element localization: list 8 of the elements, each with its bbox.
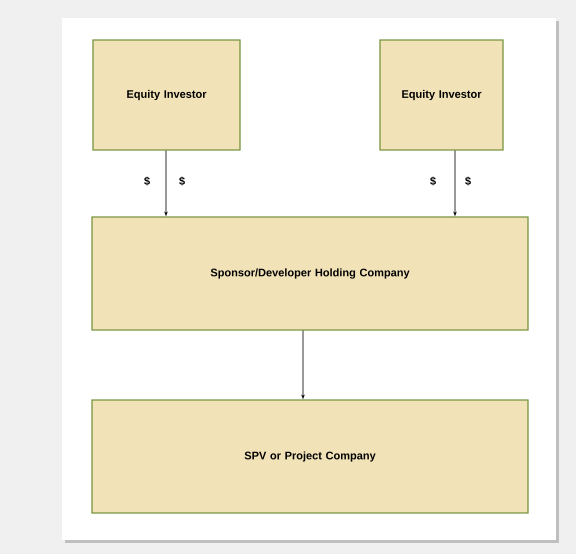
company-box: Equity Investor (379, 39, 504, 151)
company-box: SPV or Project Company (91, 399, 529, 514)
company-box: Sponsor/Developer Holding Company (91, 216, 529, 331)
dollar-label: $ (465, 176, 471, 186)
company-box: Equity Investor (92, 39, 241, 151)
dollar-label: $ (179, 176, 185, 186)
dollar-label: $ (144, 176, 150, 186)
dollar-label: $ (430, 176, 436, 186)
